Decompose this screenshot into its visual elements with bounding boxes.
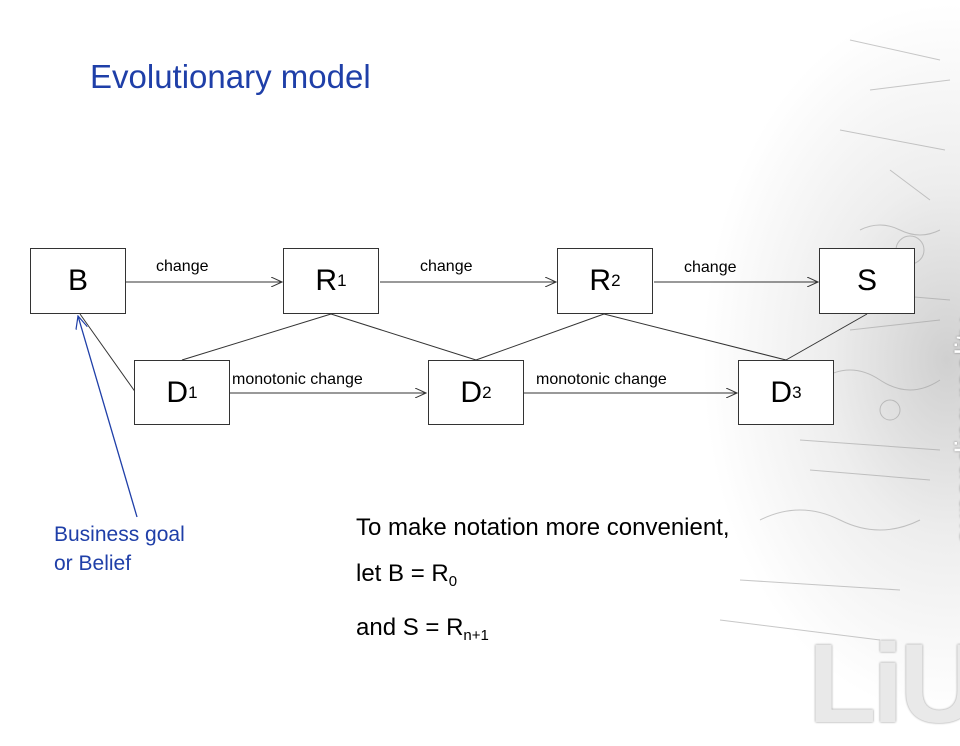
node-d2-sub: 2 [482,382,492,402]
node-r1-sub: 1 [337,271,347,290]
diagram-connectors [0,0,868,518]
node-r2-label: R [589,264,612,297]
node-b: B [30,248,126,314]
annotation-line-1: Business goal [54,523,185,546]
text-line-2: let B = R0 [356,551,730,605]
annotation-line-2: or Belief [54,552,132,575]
text-line-3-sub: n+1 [463,627,489,644]
node-d3-label: D [770,375,793,409]
arrow-annotation-b [78,316,138,518]
line-r1-d2 [330,313,477,361]
node-d1-label: D [166,375,189,409]
text-line-3-main: and S = R [356,614,464,641]
node-s-label: S [856,264,877,297]
edge-label-b-r1: change [156,258,209,275]
edge-label-r2-s: change [684,259,737,276]
node-r1-label: R [315,264,338,297]
line-d3-s [785,313,868,361]
line-d2-r2 [475,313,605,361]
node-r2-sub: 2 [611,271,621,290]
notation-text: To make notation more convenient, let B … [356,505,730,659]
line-r2-d3 [603,313,787,361]
node-s: S [819,248,915,314]
text-line-1: To make notation more convenient, [356,514,730,541]
node-d2-label: D [460,375,483,409]
line-d1-r1 [181,313,332,361]
text-line-3: and S = Rn+1 [356,605,730,659]
line-d1-b [79,313,137,394]
slide-title: Evolutionary model [90,58,371,95]
text-line-2-main: let B = R [356,560,449,587]
node-d1-sub: 1 [188,382,198,402]
text-line-2-sub: 0 [448,573,458,590]
edge-label-d1-d2: monotonic change [232,371,363,388]
edge-label-r1-r2: change [420,258,473,275]
node-d3-sub: 3 [792,382,802,402]
node-b-label: B [67,264,88,297]
edge-label-d2-d3: monotonic change [536,371,667,388]
annotation-note: Business goal or Belief [54,520,185,578]
